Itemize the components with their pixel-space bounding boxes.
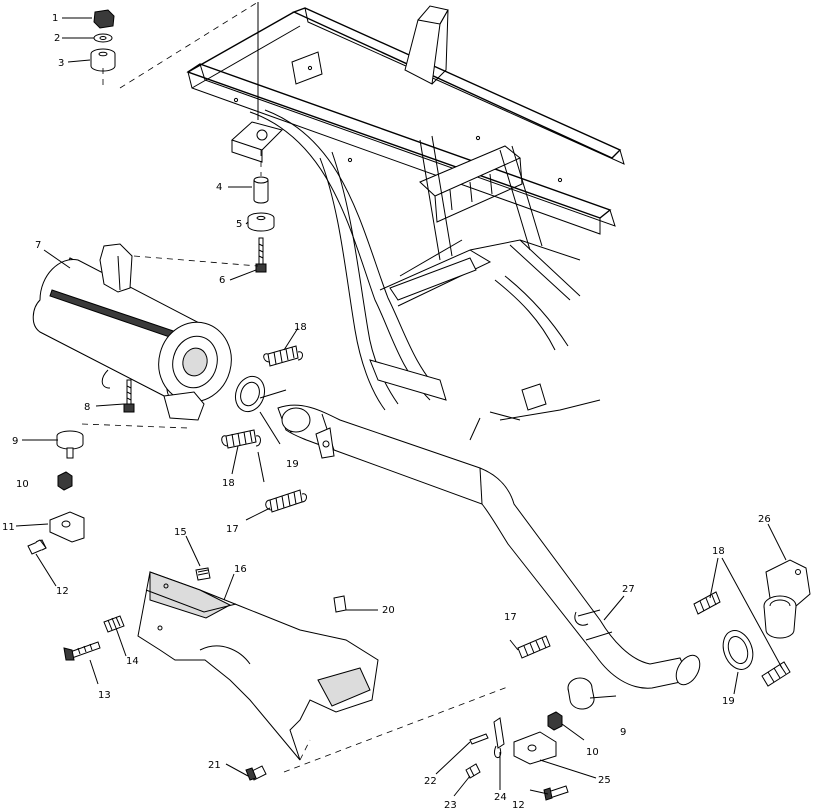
part-25-bracket <box>513 731 557 765</box>
part-19-gasket-upper <box>234 375 266 413</box>
part-18-spring-middle <box>221 429 261 449</box>
part-4-spacer <box>253 176 269 204</box>
part-9-grommet <box>56 430 84 459</box>
callout-24: 24 <box>494 792 507 803</box>
part-13-bolt <box>63 641 101 661</box>
part-22-rivet <box>469 733 489 745</box>
vehicle-frame <box>186 5 625 441</box>
callout-12: 12 <box>56 586 69 597</box>
callout-2: 2 <box>54 33 60 44</box>
part-3-grommet <box>90 48 116 72</box>
callout-4: 4 <box>216 182 222 193</box>
callout-20: 20 <box>382 605 395 616</box>
callout-6: 6 <box>219 275 225 286</box>
part-18-spring-right-upper <box>693 591 721 615</box>
part-8-bolt <box>123 379 135 413</box>
callout-23: 23 <box>444 800 457 811</box>
callout-19-right: 19 <box>722 696 735 707</box>
callout-17-lower: 17 <box>504 612 517 623</box>
callout-16: 16 <box>234 564 247 575</box>
callout-19-upper: 19 <box>286 459 299 470</box>
part-2-washer <box>93 33 113 43</box>
callout-7: 7 <box>35 240 41 251</box>
part-10-nut-lower <box>547 711 563 731</box>
frame-mount-bracket <box>231 121 283 163</box>
part-27-head-pipe <box>277 404 701 689</box>
callout-22: 22 <box>424 776 437 787</box>
part-17-spring-lower <box>517 635 551 659</box>
part-19-gasket-right <box>722 630 754 670</box>
part-17-spring-upper <box>265 489 307 513</box>
callout-27: 27 <box>622 584 635 595</box>
callout-10: 10 <box>16 479 29 490</box>
callout-26: 26 <box>758 514 771 525</box>
part-7-muffler <box>32 243 232 421</box>
part-6-bolt <box>255 237 267 273</box>
callout-21: 21 <box>208 760 221 771</box>
callout-9: 9 <box>12 436 18 447</box>
callout-11: 11 <box>2 522 15 533</box>
callout-9-lower: 9 <box>620 727 626 738</box>
callout-labels: 1 2 3 4 5 6 7 8 9 10 11 12 13 14 15 16 1… <box>2 13 771 811</box>
part-1-nut <box>93 9 115 29</box>
part-5-grommet <box>247 212 275 232</box>
callout-8: 8 <box>84 402 90 413</box>
part-26-flange <box>763 559 811 639</box>
part-12-bolt <box>27 539 47 555</box>
part-20-clip <box>333 595 347 613</box>
part-14-spring <box>103 615 125 633</box>
leader-lines <box>15 17 787 797</box>
part-9-grommet-lower <box>567 677 595 710</box>
part-16-heat-shield <box>137 571 379 761</box>
part-10-nut <box>57 471 73 491</box>
part-11-bracket <box>49 511 85 543</box>
callout-17-upper: 17 <box>226 524 239 535</box>
callout-14: 14 <box>126 656 139 667</box>
callout-1: 1 <box>52 13 58 24</box>
callout-10-lower: 10 <box>586 747 599 758</box>
callout-18-upper: 18 <box>294 322 307 333</box>
part-18-spring-right-lower <box>761 661 791 687</box>
callout-3: 3 <box>58 58 64 69</box>
part-24-spring-clip <box>493 717 505 758</box>
callout-12-lower: 12 <box>512 800 525 811</box>
callout-18-middle: 18 <box>222 478 235 489</box>
callout-18-right: 18 <box>712 546 725 557</box>
callout-15: 15 <box>174 527 187 538</box>
part-15-clip <box>195 567 211 581</box>
callout-25: 25 <box>598 775 611 786</box>
part-12-bolt-lower <box>543 785 569 801</box>
callout-13: 13 <box>98 690 111 701</box>
part-21-bolt <box>245 765 267 781</box>
part-18-spring-upper <box>263 345 303 367</box>
callout-5: 5 <box>236 219 242 230</box>
part-23-bolt <box>465 763 481 779</box>
